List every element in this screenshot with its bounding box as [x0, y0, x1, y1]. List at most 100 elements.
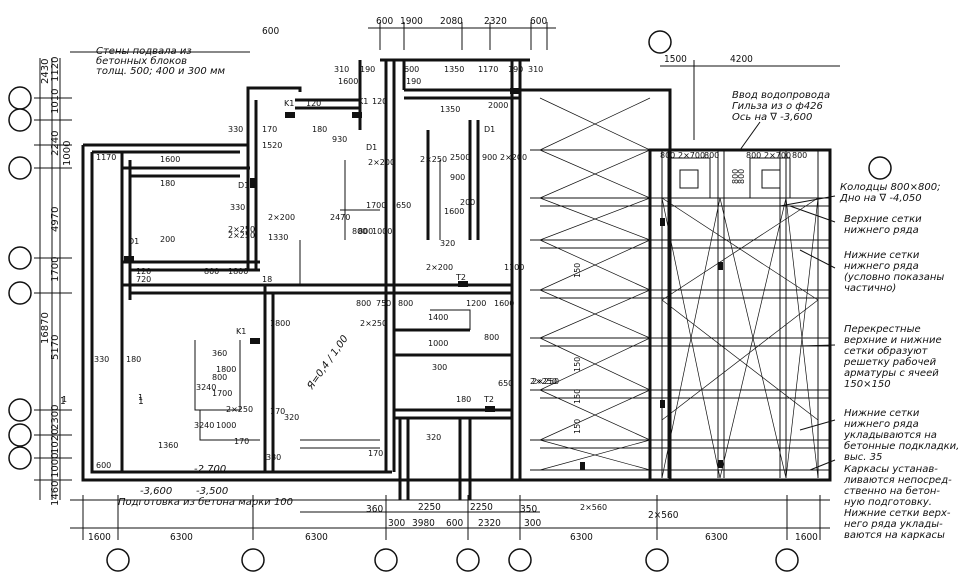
- int-60: 1200: [466, 299, 486, 308]
- note-frames-line-2: ственно на бетон-: [844, 485, 940, 497]
- int-28: 1170: [96, 153, 116, 162]
- int-32: 2×250: [228, 231, 255, 240]
- note-frames-line-4: Нижние сетки верх-: [844, 508, 951, 519]
- int-7: 1600: [338, 77, 358, 86]
- leader-lines: [70, 51, 836, 471]
- top-right-dim-1: 4200: [730, 54, 753, 65]
- left-dim-5: 4970: [50, 207, 61, 232]
- int-59: 800: [398, 299, 413, 308]
- well-dimension-labels: 800 2×700 800 800 2×700 800 800 800: [660, 151, 807, 184]
- left-dim-4: 1000: [62, 141, 73, 166]
- left-dim-12: 1460: [50, 481, 61, 506]
- note-lower-mesh-line-2: (условно показаны: [844, 272, 944, 283]
- well-dim-2: 800: [704, 151, 719, 160]
- int-70: 3240: [196, 383, 216, 392]
- note-wells-line-1: Дно на ∇ -4,050: [839, 193, 922, 204]
- int-87: 2×250: [226, 405, 253, 414]
- int-5: 190: [508, 65, 523, 74]
- int-77: 650: [498, 379, 513, 388]
- note-frames: Каркасы устанав- ливаются непосред- стве…: [843, 464, 952, 541]
- int-11: K1: [358, 97, 368, 106]
- slope-label: Я=0,4 / 1,00: [305, 334, 351, 393]
- int-45: 800: [352, 227, 367, 236]
- int-73: 1700: [212, 389, 232, 398]
- int-71: 1000: [428, 339, 448, 348]
- int-47: 120: [136, 267, 151, 276]
- int-88: 330: [266, 453, 281, 462]
- note-cross-line-1: верхние и нижние: [844, 335, 942, 346]
- room-label-1: 1: [138, 396, 144, 407]
- int-51: 720: [136, 275, 151, 284]
- note-upper-mesh-line-1: нижнего ряда: [844, 225, 919, 236]
- note-lower-rows: Нижние сетки нижнего ряда укладываются н…: [843, 408, 959, 463]
- well-dim-4: 2×700: [764, 151, 791, 160]
- bottom-mid-3: 350: [520, 504, 537, 515]
- int-68: 360: [212, 349, 227, 358]
- note-lower-mesh-line-1: нижнего ряда: [844, 261, 919, 272]
- bottom-sub-1: 3980: [412, 518, 435, 529]
- top-right-dim-0: 1500: [664, 54, 687, 65]
- int-52: 2×200: [426, 263, 453, 272]
- bottom-mid-1: 2250: [418, 502, 441, 513]
- room-labels: 1 1: [60, 396, 144, 407]
- bottom-dim-3: 6300: [570, 532, 593, 543]
- note-lower-rows-line-3: бетонные подкладки,: [844, 440, 959, 452]
- int-41: 330: [230, 203, 245, 212]
- int-76: T2: [483, 395, 494, 404]
- bottom-dim-0: 1600: [88, 532, 111, 543]
- top-dim-3: 2320: [484, 16, 507, 27]
- note-water-line-2: Ось на ∇ -3,600: [732, 112, 812, 123]
- int-48: 800: [204, 267, 219, 276]
- bottom-sub-3: 2320: [478, 518, 501, 529]
- bottom-dim-4: 6300: [705, 532, 728, 543]
- int-66: 1800: [270, 319, 290, 328]
- left-dim-1: 1120: [50, 57, 61, 82]
- bottom-mid-0: 360: [366, 504, 383, 515]
- note-wells-line-0: Колодцы 800×800;: [840, 182, 940, 193]
- bottom-sub-0: 300: [388, 518, 405, 529]
- int-1: 190: [360, 65, 375, 74]
- int-19: 1350: [440, 105, 460, 114]
- mesh-dim-1: 150: [573, 357, 582, 372]
- well-dim-1: 2×700: [678, 151, 705, 160]
- int-46: 1000: [372, 227, 392, 236]
- int-4: 1170: [478, 65, 498, 74]
- int-69: 300: [432, 363, 447, 372]
- int-36: 650: [396, 201, 411, 210]
- slab-reinforcement: [518, 88, 832, 482]
- int-55: 18: [262, 275, 272, 284]
- int-92: 2×560: [580, 503, 607, 512]
- int-20: 900: [482, 153, 497, 162]
- bottom-sub-2: 600: [446, 518, 463, 529]
- room-label-0: 1: [60, 396, 66, 407]
- int-56: 2×250: [360, 319, 387, 328]
- int-44: 2×250: [228, 225, 255, 234]
- int-31: 180: [160, 179, 175, 188]
- int-49: 1800: [228, 267, 248, 276]
- int-16: 180: [312, 125, 327, 134]
- note-upper-mesh: Верхние сетки нижнего ряда: [844, 214, 922, 236]
- int-37: 800: [358, 227, 373, 236]
- left-dim-11: 1000: [50, 453, 61, 478]
- int-17: 930: [332, 135, 347, 144]
- int-81: 180: [456, 395, 471, 404]
- int-67: 800: [484, 333, 499, 342]
- top-dim-2: 2080: [440, 16, 463, 27]
- int-63: 330: [94, 355, 109, 364]
- int-90: 1: [138, 393, 143, 402]
- int-74: 2×250: [532, 377, 559, 386]
- well-dim-7: 800: [737, 169, 746, 184]
- int-27: 900: [450, 173, 465, 182]
- int-8: 190: [406, 77, 421, 86]
- well-dim-3: 800: [746, 151, 761, 160]
- bottom-dim-5: 1600: [795, 532, 818, 543]
- int-83: 170: [368, 449, 383, 458]
- int-24: 2×250: [420, 155, 447, 164]
- note-lower-rows-line-0: Нижние сетки: [844, 408, 920, 419]
- mesh-dim-4: 2×250: [530, 377, 557, 386]
- note-cross-line-5: 150×150: [844, 379, 891, 390]
- int-79: 1000: [216, 421, 236, 430]
- int-10: 120: [306, 99, 321, 108]
- well-dim-0: 800: [660, 151, 675, 160]
- note-frames-line-0: Каркасы устанав-: [844, 464, 938, 475]
